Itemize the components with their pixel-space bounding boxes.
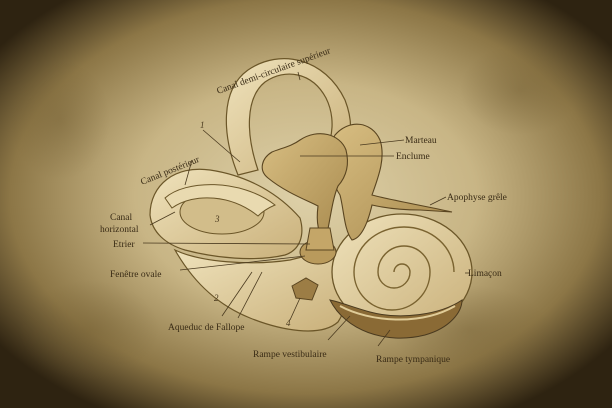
stain [10, 60, 110, 180]
leader-line [327, 315, 351, 341]
label-lenticular-process: Apophyse grêle [447, 193, 507, 203]
marker-1: 1 [200, 120, 205, 130]
leader-line [297, 71, 301, 81]
horizontal-canal [164, 184, 276, 217]
label-horizontal-canal-line1: Canal [110, 213, 133, 223]
stain [20, 280, 160, 380]
round-window [291, 277, 319, 301]
leader-line [359, 139, 405, 146]
leader-line [289, 297, 301, 321]
label-scala-tympani: Rampe tympanique [376, 355, 450, 365]
label-stapes: Etrier [113, 240, 135, 250]
leader-line [202, 129, 241, 163]
label-malleus: Marteau [405, 136, 437, 146]
leader-line [221, 271, 253, 317]
marker-2: 2 [214, 293, 219, 303]
marker-3: 3 [214, 214, 220, 224]
leader-line [237, 271, 263, 319]
label-scala-vestibuli: Rampe vestibulaire [253, 350, 327, 360]
leader-line [429, 196, 447, 206]
label-cochlea: Limaçon [468, 269, 502, 279]
vestibule [173, 248, 348, 332]
marker-4: 4 [286, 318, 291, 328]
incus [261, 133, 348, 239]
malleus [329, 123, 453, 241]
label-oval-window: Fenêtre ovale [110, 270, 161, 280]
label-facial-canal: Aqueduc de Fallope [168, 323, 245, 333]
cochlea-spiral [353, 226, 455, 311]
leader-line [184, 159, 193, 186]
scala-divider [339, 305, 456, 321]
leader-line [377, 329, 391, 347]
stain [460, 45, 580, 135]
stapes [305, 227, 335, 251]
leader-line [149, 211, 176, 226]
label-incus: Enclume [396, 152, 430, 162]
leader-line [179, 255, 306, 271]
label-horizontal-canal-line2: horizontal [100, 225, 139, 235]
leader-line [142, 242, 311, 245]
